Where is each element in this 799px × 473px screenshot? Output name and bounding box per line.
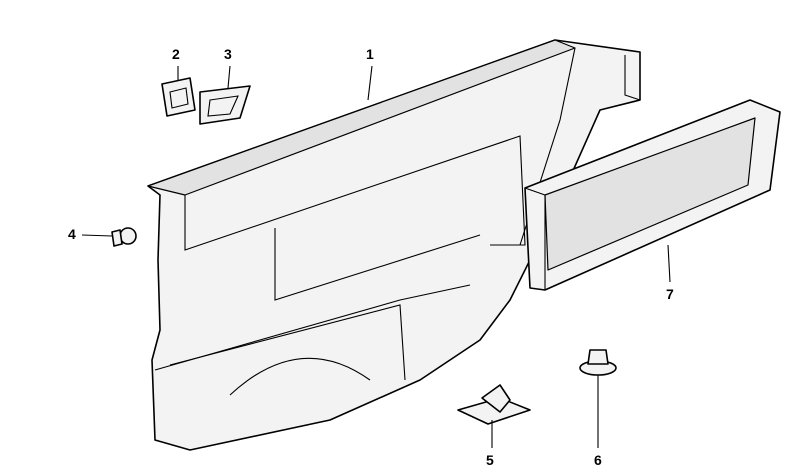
part-4-rivet: [111, 227, 137, 247]
part-1-trim-panel: [147, 39, 641, 451]
part-5-bracket: [457, 384, 531, 425]
callout-4: 4: [68, 226, 76, 242]
callout-7: 7: [666, 286, 674, 302]
callout-2: 2: [172, 46, 180, 62]
part-7-pocket-frame: [524, 99, 781, 291]
part-3-clip: [199, 85, 251, 125]
callout-1: 1: [366, 46, 374, 62]
callout-3: 3: [224, 46, 232, 62]
callout-6: 6: [594, 452, 602, 468]
part-2-clip: [161, 77, 196, 117]
part-6-nut: [579, 349, 617, 376]
leader-lines: [81, 65, 671, 448]
callout-5: 5: [486, 452, 494, 468]
